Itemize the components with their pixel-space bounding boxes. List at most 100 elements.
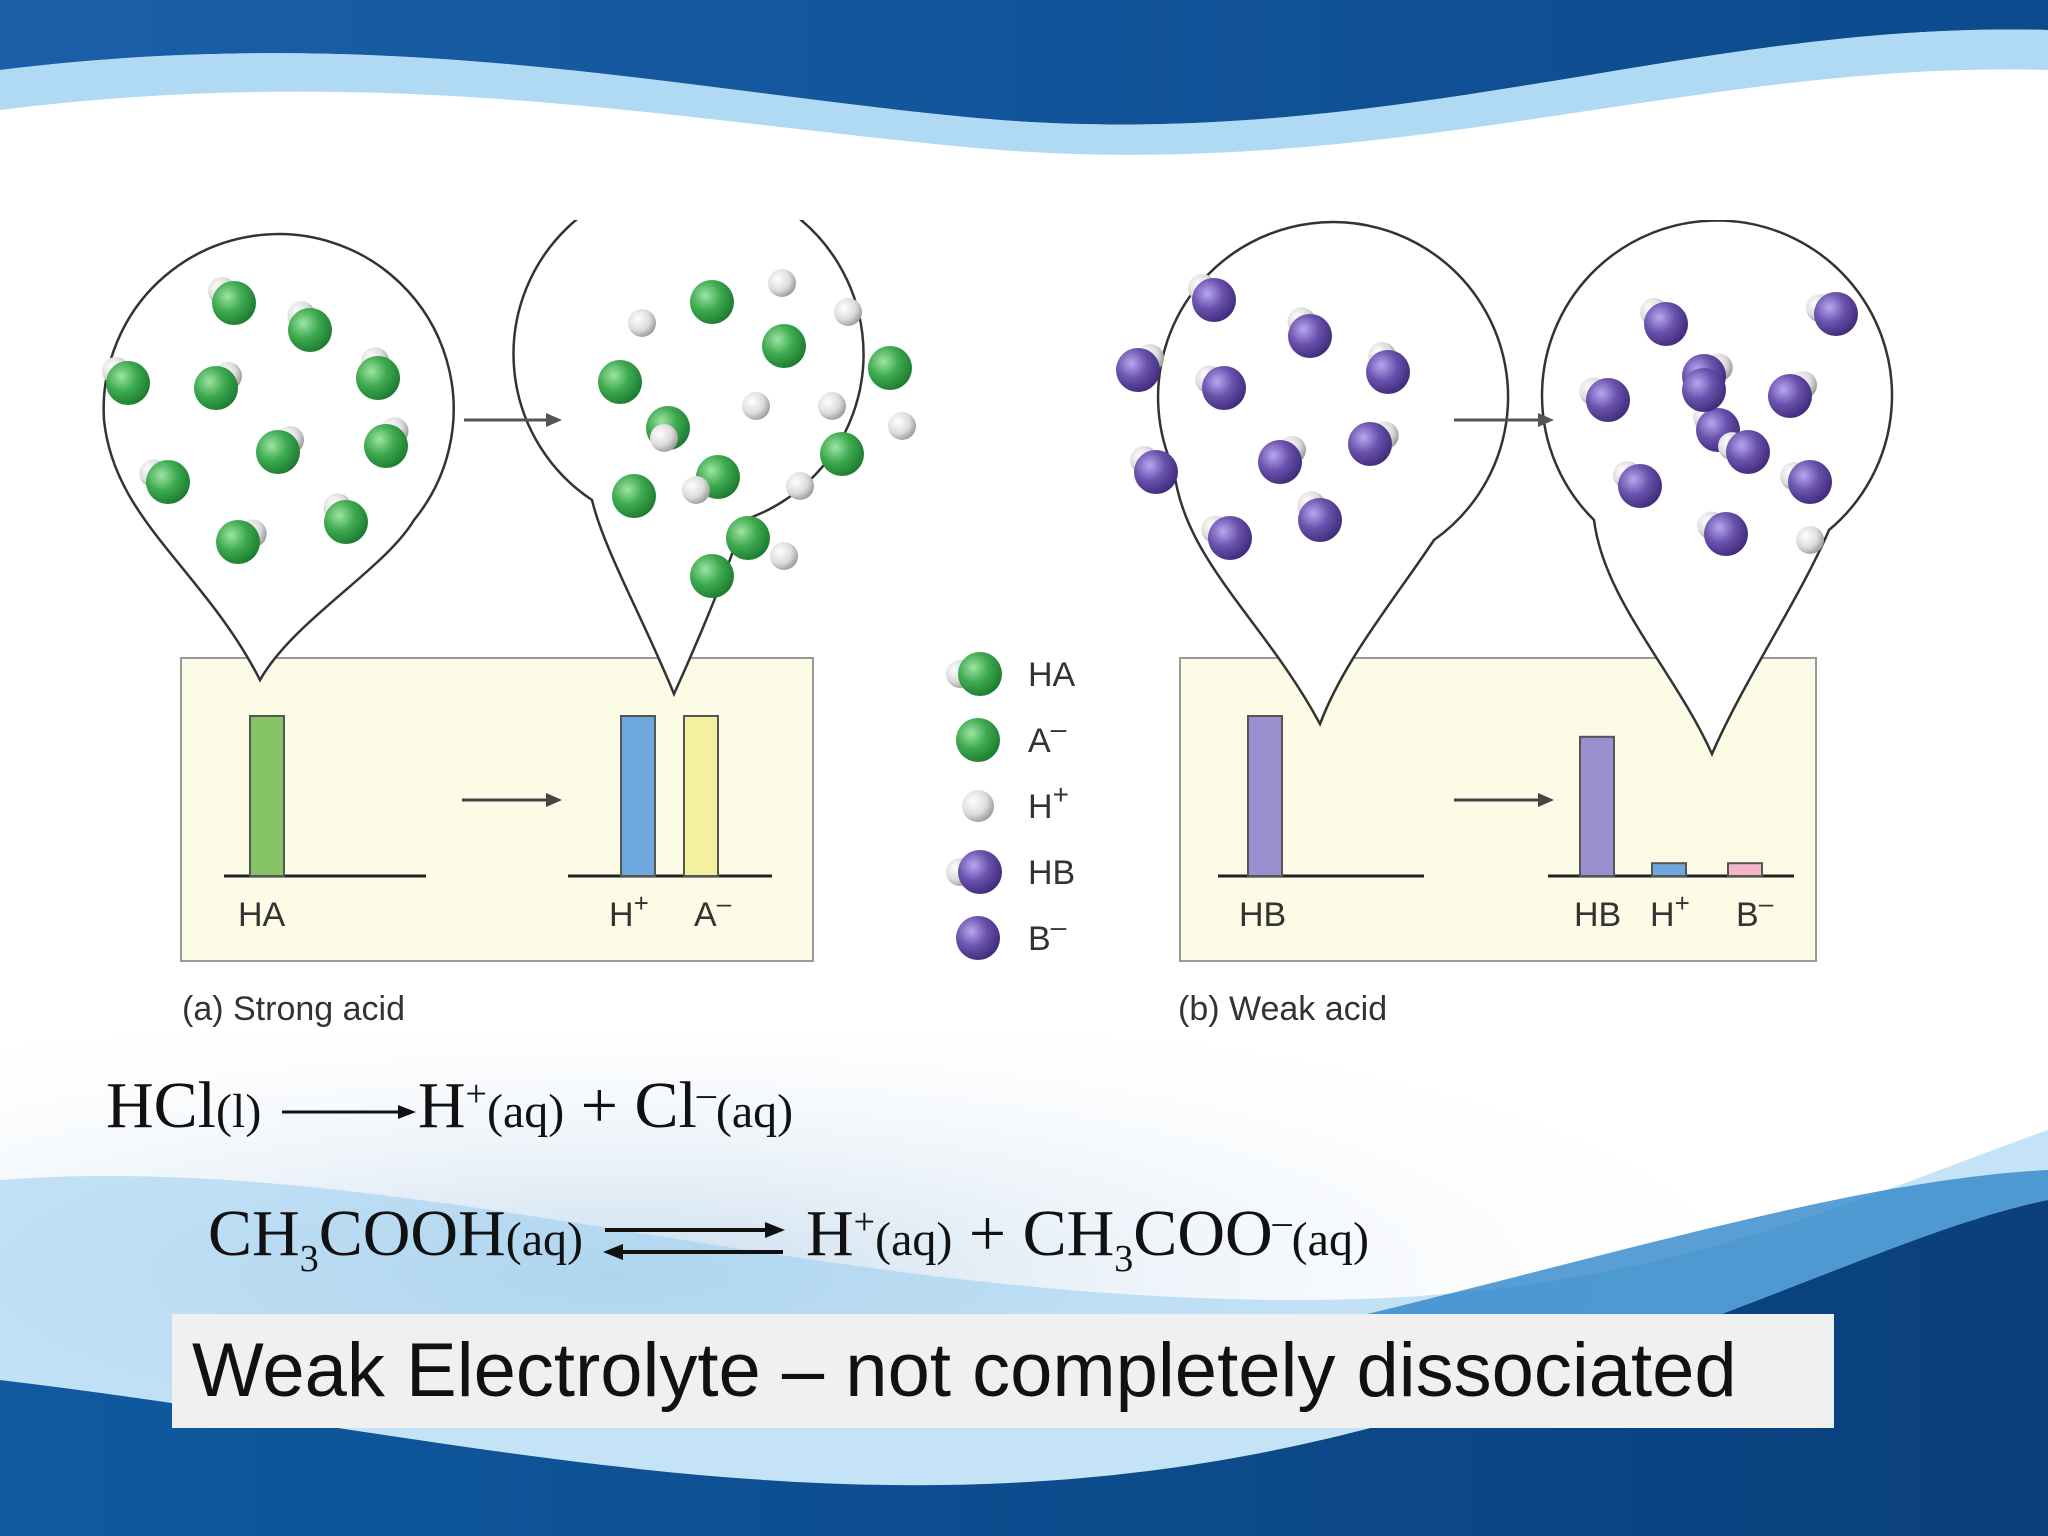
h-ion bbox=[682, 476, 710, 504]
dissociation-diagram: HA H+ A– HB HB H+ B– (a) Strong acid (b)… bbox=[101, 177, 1894, 1028]
caption-strong-acid: (a) Strong acid bbox=[182, 990, 405, 1028]
ha-molecule bbox=[207, 276, 256, 325]
eq2-reactant-a: CH bbox=[208, 1197, 300, 1270]
hb-molecule bbox=[1806, 292, 1858, 336]
hb-molecule-icon bbox=[946, 850, 1002, 894]
ha-molecule bbox=[323, 493, 368, 544]
weak-circle-arrow bbox=[1454, 413, 1554, 427]
ha-molecule bbox=[194, 361, 243, 410]
legend-item: B– bbox=[956, 911, 1067, 960]
ha-molecule bbox=[101, 356, 150, 405]
eq2-plus: + bbox=[968, 1197, 1007, 1270]
eq2-reactant-b: COOH bbox=[318, 1197, 506, 1270]
strong-circle-arrow bbox=[464, 413, 562, 427]
h-ion bbox=[786, 472, 814, 500]
h-ion bbox=[628, 309, 656, 337]
eq2-product-1: H bbox=[805, 1197, 854, 1270]
ha-molecule bbox=[256, 425, 305, 474]
legend-label: A– bbox=[1028, 713, 1067, 760]
eq1-product-1-state: (aq) bbox=[486, 1085, 565, 1138]
bar-HB-after-weak bbox=[1579, 735, 1615, 877]
bar-HA-before bbox=[249, 715, 285, 877]
h-ion bbox=[1796, 526, 1824, 554]
legend-label: HA bbox=[1028, 656, 1076, 694]
h-ion bbox=[742, 392, 770, 420]
eq1-product-2-charge: – bbox=[696, 1073, 716, 1115]
acid-dissociation-figure: HA H+ A– HB HB H+ B– (a) Strong acid (b)… bbox=[84, 177, 1927, 1038]
legend-item: HA bbox=[946, 652, 1076, 696]
hb-molecule bbox=[1195, 365, 1246, 410]
label-H-plus-b: H+ bbox=[1650, 888, 1690, 934]
equation-weak-acid: CH3COOH(aq) H+(aq) + CH3COO–(aq) bbox=[208, 1196, 1369, 1280]
ha-molecule bbox=[139, 459, 190, 504]
eq2-reactant-state: (aq) bbox=[505, 1213, 583, 1266]
bar-B-after-weak bbox=[1727, 862, 1763, 878]
weak-box-arrow bbox=[1454, 793, 1554, 807]
hb-molecule bbox=[1287, 307, 1332, 358]
bottom-wave bbox=[0, 1200, 2048, 1536]
hb-molecule bbox=[1258, 435, 1307, 484]
label-B-minus: B– bbox=[1736, 888, 1774, 934]
eq2-product-2-b: COO bbox=[1133, 1197, 1273, 1270]
h-ion bbox=[770, 542, 798, 570]
label-H-plus-a: H+ bbox=[609, 888, 649, 934]
eq2-product-1-state: (aq) bbox=[875, 1213, 953, 1266]
equation-strong-acid: HCl(l) H+(aq) + Cl–(aq) bbox=[106, 1068, 793, 1144]
legend-item: HB bbox=[946, 850, 1075, 894]
legend-label: B– bbox=[1028, 911, 1067, 958]
hb-molecule bbox=[1187, 273, 1236, 322]
legend-item: A– bbox=[956, 713, 1067, 762]
eq2-reactant-sub: 3 bbox=[299, 1238, 319, 1280]
slide-caption: Weak Electrolyte – not completely dissoc… bbox=[172, 1314, 1834, 1428]
b-anion bbox=[1682, 368, 1726, 412]
hb-molecule bbox=[1579, 377, 1630, 422]
eq1-product-2: Cl bbox=[634, 1069, 697, 1142]
h-ion bbox=[650, 424, 678, 452]
forward-arrow-icon bbox=[281, 1104, 416, 1119]
eq2-product-2-charge: – bbox=[1272, 1201, 1292, 1243]
a-anion bbox=[868, 346, 912, 390]
a-anion bbox=[820, 432, 864, 476]
hb-molecule bbox=[1780, 460, 1832, 504]
hb-molecule bbox=[1348, 421, 1399, 466]
eq1-plus: + bbox=[580, 1069, 618, 1142]
h-ion bbox=[768, 269, 796, 297]
label-A-minus: A– bbox=[694, 888, 732, 934]
bar-H-after-strong bbox=[620, 715, 656, 877]
hb-molecule bbox=[1639, 297, 1688, 346]
hb-molecule bbox=[1697, 511, 1748, 556]
ha-molecule bbox=[287, 301, 332, 352]
ha-molecule bbox=[356, 347, 400, 400]
eq1-product-1-charge: + bbox=[465, 1073, 487, 1115]
magnifier-weak-after bbox=[1540, 219, 1894, 758]
hb-molecule bbox=[1201, 515, 1252, 560]
a-anion bbox=[598, 360, 642, 404]
ha-molecule bbox=[216, 519, 267, 564]
magnifier-strong-after bbox=[512, 177, 865, 698]
eq1-product-2-state: (aq) bbox=[715, 1085, 794, 1138]
legend-label: H+ bbox=[1028, 779, 1069, 826]
legend-label: HB bbox=[1028, 854, 1075, 892]
eq2-product-2-sub: 3 bbox=[1114, 1238, 1134, 1280]
bar-A-after-strong bbox=[683, 715, 719, 877]
eq1-product-1: H bbox=[417, 1069, 466, 1142]
b-anion-icon bbox=[956, 916, 1000, 960]
eq2-product-2-state: (aq) bbox=[1291, 1213, 1369, 1266]
h-ion bbox=[818, 392, 846, 420]
hb-molecule bbox=[1366, 342, 1410, 394]
hb-molecule bbox=[1612, 461, 1662, 508]
hb-molecule bbox=[1718, 430, 1770, 474]
eq1-reactant-state: (l) bbox=[216, 1085, 262, 1138]
eq2-product-2-a: CH bbox=[1022, 1197, 1115, 1270]
label-HB: HB bbox=[1239, 896, 1286, 934]
top-wave-light bbox=[0, 29, 2048, 155]
a-anion-icon bbox=[956, 718, 1000, 762]
eq2-product-1-charge: + bbox=[853, 1201, 876, 1243]
a-anion bbox=[612, 474, 656, 518]
eq1-reactant: HCl bbox=[106, 1069, 217, 1142]
hb-molecule bbox=[1768, 371, 1818, 418]
hb-molecule bbox=[1129, 445, 1178, 494]
a-anion bbox=[690, 554, 734, 598]
a-anion bbox=[762, 324, 806, 368]
hb-molecule bbox=[1297, 491, 1342, 542]
